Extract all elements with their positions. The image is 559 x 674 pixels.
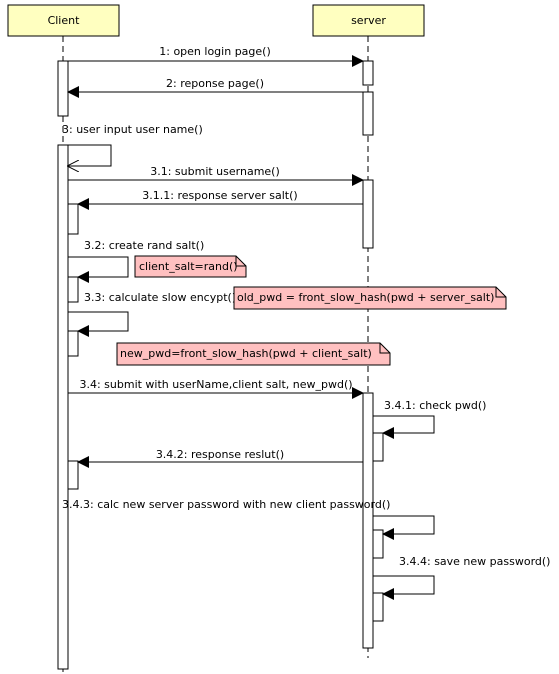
message-label-3-4: 3.4: submit with userName,client salt, n… [79, 378, 352, 391]
participant-client-label: Client [48, 14, 81, 27]
message-label-3: 3: user input user name() [62, 123, 203, 136]
server-activation-7 [372, 592, 384, 622]
message-arrow-3-3 [68, 311, 129, 337]
message-label-1: 1: open login page() [159, 45, 271, 58]
server-activation-3 [362, 179, 374, 249]
server-activation-1 [362, 60, 374, 86]
note-old-pwd: old_pwd = front_slow_hash(pwd + server_s… [233, 286, 507, 310]
server-activation-5 [372, 432, 384, 462]
note-client-salt-text: client_salt=rand() [139, 260, 238, 273]
message-arrow-3-4-1 [373, 415, 435, 439]
message-label-3-2: 3.2: create rand salt() [84, 239, 204, 252]
participant-server-label: server [351, 14, 386, 27]
client-activation-4 [67, 276, 79, 303]
message-label-3-1: 3.1: submit username() [150, 165, 280, 178]
message-label-3-4-4: 3.4.4: save new password() [399, 555, 550, 568]
message-label-2: 2: reponse page() [166, 77, 264, 90]
note-new-pwd-text: new_pwd=front_slow_hash(pwd + client_sal… [120, 347, 372, 360]
message-arrow-3-4-3 [373, 515, 435, 540]
participant-client[interactable]: Client [7, 4, 120, 37]
server-activation-6 [372, 529, 384, 559]
message-label-3-4-2: 3.4.2: response reslut() [156, 448, 284, 461]
client-activation-6 [67, 460, 79, 490]
client-activation-5 [67, 330, 79, 357]
message-label-3-3: 3.3: calculate slow encypt() [84, 291, 236, 304]
message-arrow-3-2 [68, 256, 129, 283]
client-activation-3 [67, 203, 79, 235]
server-activation-4 [362, 392, 374, 649]
note-new-pwd: new_pwd=front_slow_hash(pwd + client_sal… [116, 342, 391, 366]
note-old-pwd-text: old_pwd = front_slow_hash(pwd + server_s… [237, 291, 494, 304]
participant-server[interactable]: server [312, 4, 425, 37]
message-label-3-4-1: 3.4.1: check pwd() [384, 399, 486, 412]
message-label-3-4-3: 3.4.3: calc new server password with new… [62, 498, 390, 511]
message-label-3-1-1: 3.1.1: response server salt() [142, 189, 297, 202]
server-activation-2 [362, 91, 374, 136]
message-arrow-3 [68, 144, 112, 166]
client-activation-2 [57, 144, 69, 670]
note-client-salt: client_salt=rand() [134, 255, 247, 278]
client-activation-1 [57, 60, 69, 117]
message-arrow-3-4-4 [373, 575, 435, 600]
